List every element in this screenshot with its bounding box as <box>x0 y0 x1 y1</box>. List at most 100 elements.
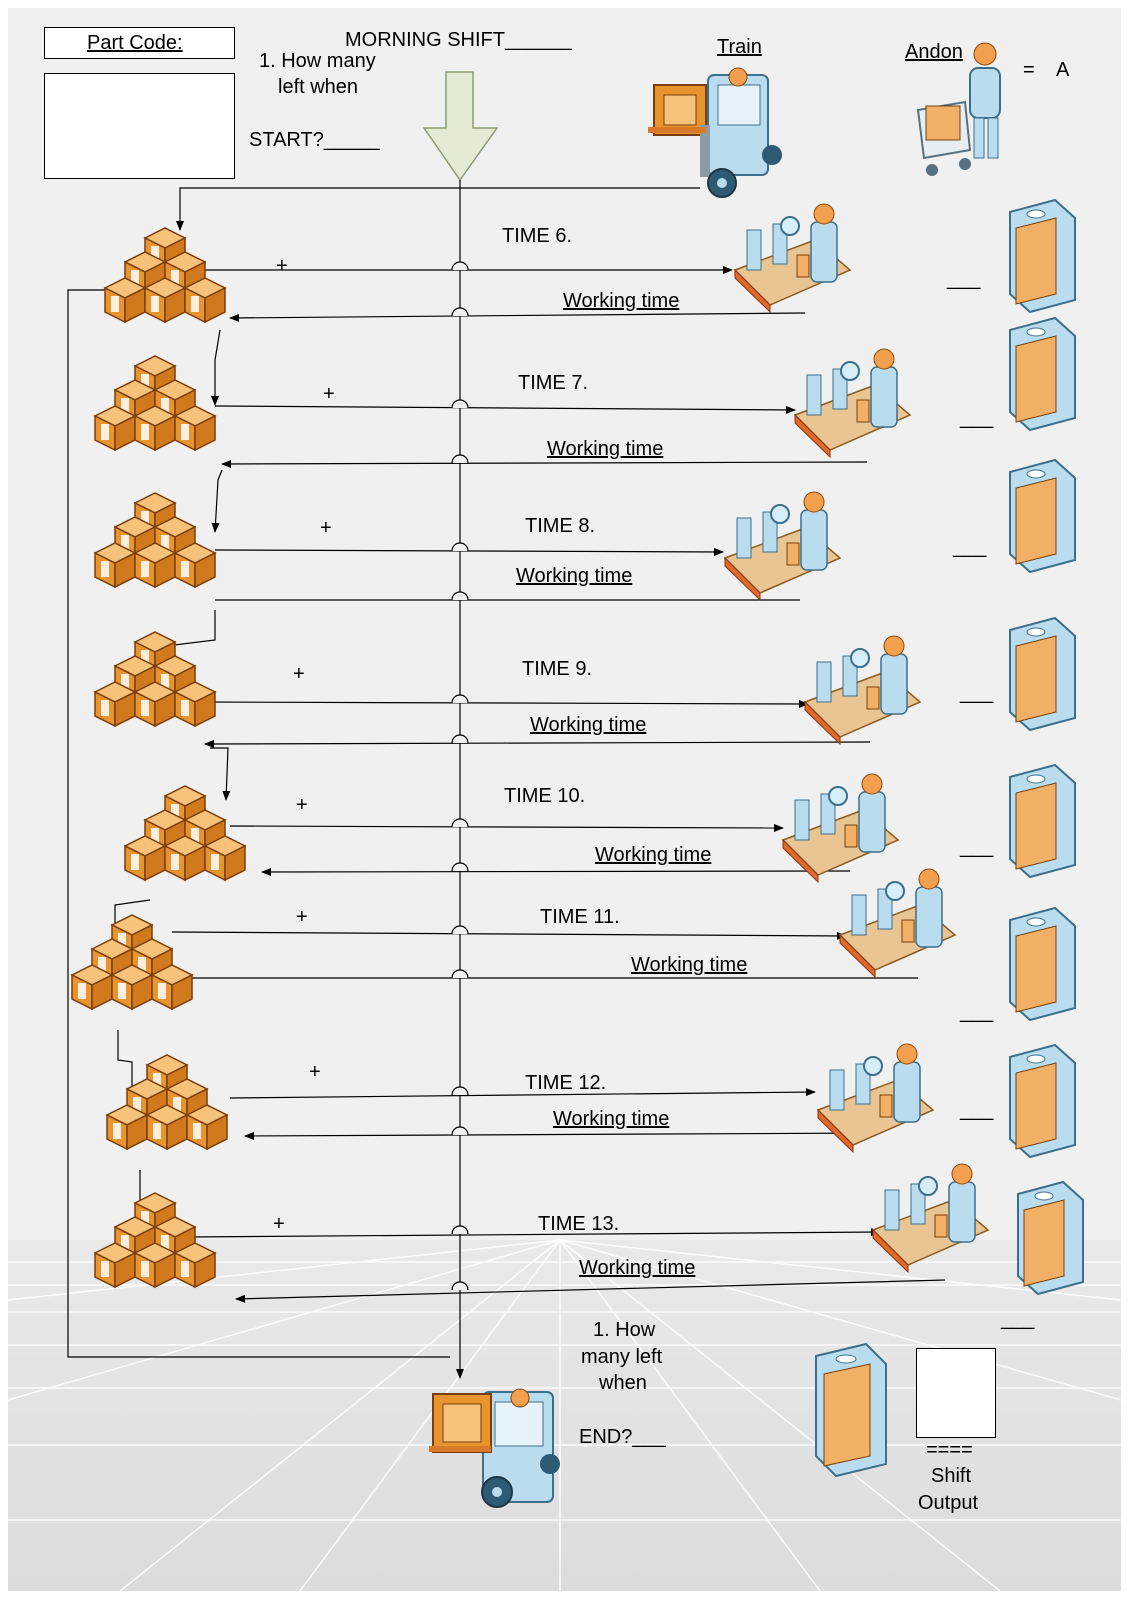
shift-output-line2: Output <box>918 1492 979 1514</box>
box-stacks <box>70 227 247 1289</box>
row-return-line <box>244 1131 881 1140</box>
working-time-label: Working time <box>631 954 748 976</box>
box-stack-icon <box>93 355 217 452</box>
forklift-top-icon <box>648 67 782 198</box>
row-out-line <box>214 405 796 414</box>
row-out-line <box>229 1088 816 1099</box>
end-question-line1: 1. How <box>593 1319 656 1341</box>
time-label: TIME 8. <box>525 515 596 537</box>
plus-sign: + <box>276 255 288 277</box>
shift-title: MORNING SHIFT______ <box>345 29 572 51</box>
time-label: TIME 10. <box>504 785 586 807</box>
assembly-station-icon <box>871 1163 990 1274</box>
shift-output-cabinet-icon <box>815 1342 887 1478</box>
plus-sign: + <box>293 663 305 685</box>
row-out-line <box>214 547 724 556</box>
working-time-label: Working time <box>516 565 633 587</box>
row-return-line <box>235 1279 946 1303</box>
end-question-line4: END?___ <box>579 1426 666 1448</box>
working-time-label: Working time <box>530 714 647 736</box>
time-label: TIME 11. <box>540 906 620 928</box>
answer-blank: ___ <box>947 268 981 290</box>
box-stack-icon <box>93 631 217 728</box>
row-out-line <box>199 699 809 708</box>
output-cabinet-icon <box>1009 616 1076 732</box>
row-out-line <box>229 823 784 832</box>
answer-blank: ___ <box>960 682 994 704</box>
down-arrow-icon <box>422 71 499 182</box>
time-label: TIME 12. <box>525 1072 607 1094</box>
assembly-station-icon <box>793 348 912 459</box>
box-stack-icon <box>93 1192 217 1289</box>
shift-output-box[interactable] <box>916 1348 996 1438</box>
row-out-line <box>184 1228 881 1238</box>
part-code-input-box[interactable] <box>44 73 235 179</box>
andon-equals: = <box>1023 59 1035 81</box>
output-cabinet-icon <box>1017 1180 1084 1296</box>
row-return-line <box>221 459 868 468</box>
row-return-line <box>204 739 871 748</box>
end-question-line3: when <box>599 1372 647 1394</box>
end-question-line2: many left <box>581 1346 663 1368</box>
andon-worker-icon <box>916 42 1001 176</box>
plus-sign: + <box>273 1213 285 1235</box>
assembly-station-icon <box>781 773 900 884</box>
part-code-label: Part Code: <box>87 32 183 54</box>
time-label: TIME 7. <box>518 372 589 394</box>
forklift-bottom-icon <box>429 1388 560 1508</box>
assembly-stations <box>723 203 990 1274</box>
plus-sign: + <box>323 383 335 405</box>
row-return-line <box>229 312 806 322</box>
box-stack-icon <box>123 785 247 882</box>
working-time-label: Working time <box>553 1108 670 1130</box>
train-label: Train <box>717 36 762 58</box>
assembly-station-icon <box>733 203 852 314</box>
output-cabinet-icon <box>1009 906 1076 1022</box>
answer-blank: ___ <box>960 1001 994 1023</box>
answer-blank: ___ <box>960 836 994 858</box>
assembly-station-icon <box>838 868 957 979</box>
working-time-label: Working time <box>563 290 680 312</box>
floor-grid <box>7 1239 1122 1592</box>
row-out-line <box>171 931 847 940</box>
row-connectors <box>171 266 946 1303</box>
shift-output-line1: Shift <box>931 1465 972 1487</box>
answer-blank: ___ <box>1001 1308 1035 1330</box>
andon-value: A <box>1056 59 1070 81</box>
plus-sign: + <box>296 906 308 928</box>
assembly-station-icon <box>816 1043 935 1154</box>
output-cabinet-icon <box>1009 316 1076 432</box>
time-label: TIME 13. <box>538 1213 620 1235</box>
plus-sign: + <box>320 517 332 539</box>
start-question-line3: START?_____ <box>249 129 380 151</box>
answer-blank: ___ <box>960 1099 994 1121</box>
start-question-line1: 1. How many <box>259 50 376 72</box>
output-cabinet-icon <box>1009 458 1076 574</box>
box-stack-icon <box>105 1054 229 1151</box>
working-time-label: Working time <box>595 844 712 866</box>
output-cabinet-icon <box>1009 1043 1076 1159</box>
time-label: TIME 6. <box>502 225 573 247</box>
andon-label: Andon <box>905 41 963 63</box>
assembly-station-icon <box>723 491 842 602</box>
output-cabinets <box>1009 198 1084 1296</box>
box-stack-icon <box>93 492 217 589</box>
answer-blank: ___ <box>960 407 994 429</box>
row-return-line <box>261 867 851 876</box>
time-label: TIME 9. <box>522 658 593 680</box>
output-cabinet-icon <box>1009 198 1076 314</box>
start-feed-line <box>176 187 460 231</box>
box-stack-icon <box>103 227 227 324</box>
part-code-label-box <box>44 27 235 59</box>
working-time-label: Working time <box>579 1257 696 1279</box>
plus-sign: + <box>309 1061 321 1083</box>
output-cabinet-icon <box>1009 763 1076 879</box>
box-stack-icon <box>70 914 194 1011</box>
plus-sign: + <box>296 794 308 816</box>
assembly-station-icon <box>803 635 922 746</box>
answer-blank: ___ <box>953 536 987 558</box>
shift-output-marks: ==== <box>926 1439 973 1461</box>
working-time-label: Working time <box>547 438 664 460</box>
